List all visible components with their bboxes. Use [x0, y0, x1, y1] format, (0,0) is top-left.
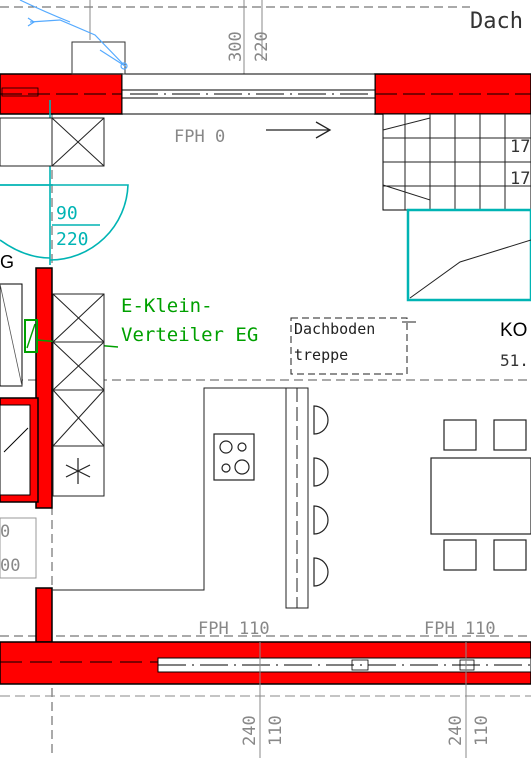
distribution-label-2: Verteiler EG	[121, 324, 258, 346]
fph-bottom-left-label: FPH 110	[198, 619, 270, 639]
fph-bottom-right-label: FPH 110	[424, 619, 496, 639]
bar-stools	[313, 405, 329, 587]
direction-arrow-icon	[266, 121, 332, 139]
room-area: 51.	[500, 351, 529, 370]
hob-icon	[213, 433, 255, 481]
stair-step-17b: 17	[510, 169, 530, 189]
freezer-icon	[65, 458, 91, 484]
bottom-wall	[0, 641, 531, 685]
room-label-g: G	[0, 252, 14, 272]
left-wall	[0, 267, 53, 643]
top-dim-300: 300	[226, 31, 246, 62]
attic-stair-label-2: treppe	[294, 346, 348, 364]
distribution-label-1: E-Klein-	[121, 295, 213, 317]
stair-step-17a: 17	[510, 137, 530, 157]
left-dim-00: 00	[0, 556, 20, 576]
fph-top-label: FPH 0	[174, 127, 225, 147]
room-label-ko: KO	[500, 320, 527, 341]
attic-hatch-outline	[406, 208, 531, 302]
bottom-dim-240-left: 240	[240, 715, 260, 746]
left-upper-cabinets	[0, 117, 105, 167]
attic-stair-box	[290, 317, 408, 375]
door-height-label: 220	[56, 229, 89, 250]
bottom-dim-240-right: 240	[446, 715, 466, 746]
kitchen-cabinets	[52, 293, 105, 497]
kitchen-counter	[52, 387, 309, 609]
dining-table	[430, 419, 531, 571]
staircase	[382, 113, 531, 211]
attic-stair-label-1: Dachboden	[294, 320, 375, 338]
left-dim-0: 0	[0, 522, 10, 542]
window-swing-arrows	[19, 0, 128, 70]
bottom-dimension-lines	[0, 642, 531, 758]
bottom-dim-110-left: 110	[266, 715, 286, 746]
bottom-dim-110-right: 110	[472, 715, 492, 746]
door-width-label: 90	[56, 203, 78, 224]
room-label-dach: Dach	[470, 9, 523, 34]
top-dim-220: 220	[252, 31, 272, 62]
